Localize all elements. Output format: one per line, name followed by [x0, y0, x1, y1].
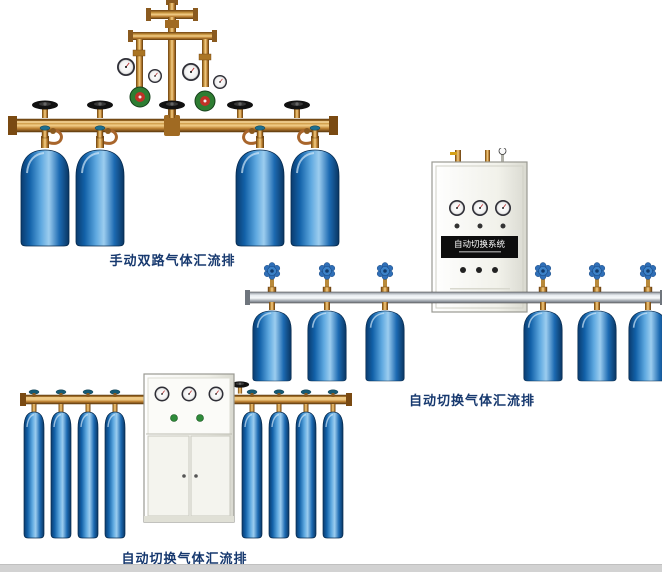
gas-cylinder [577, 302, 618, 382]
pressure-gauge-icon [448, 199, 466, 217]
gas-cylinder [295, 389, 317, 539]
door-handle [194, 474, 198, 478]
green-valve-knob [196, 414, 204, 422]
pressure-regulator [116, 57, 163, 108]
pressure-gauge-icon [208, 386, 224, 402]
pressure-gauge-icon [181, 386, 197, 402]
gas-cylinder [290, 125, 340, 247]
cylinder-valve-caps [263, 262, 657, 295]
gas-cylinder [252, 302, 293, 382]
pressure-gauge-icon [494, 199, 512, 217]
auto-switch-manifold-figure: 自动切换系统 [245, 148, 662, 382]
pressure-gauge-icon [212, 74, 228, 90]
gas-cylinder [23, 389, 45, 539]
control-cabinet: 自动切换系统 [431, 148, 528, 313]
green-valve-knob [170, 414, 178, 422]
figure-caption-manual-dual: 手动双路气体汇流排 [109, 254, 236, 269]
gas-cylinder [306, 302, 348, 382]
manifold-valve-handwheels [32, 100, 310, 118]
gas-cylinder [77, 389, 99, 539]
manual-dual-manifold-figure [8, 0, 340, 247]
gas-cylinder [241, 389, 263, 539]
door-handle [182, 474, 186, 478]
page-bottom-border [0, 564, 662, 572]
gas-cylinder [322, 389, 344, 539]
gas-cylinder [50, 389, 72, 539]
pressure-gauge-icon [147, 68, 163, 84]
pressure-gauge-icon [116, 57, 136, 77]
gas-cylinder [523, 302, 564, 382]
figure-caption-auto-switch-cabinet: 自动切换气体汇流排 [121, 552, 248, 567]
gas-cylinder [104, 389, 126, 539]
gas-cylinder [75, 125, 125, 247]
gas-cylinder [628, 302, 662, 382]
auto-switch-cabinet-figure [20, 373, 352, 539]
manifold-pipe [245, 290, 662, 305]
gas-cylinder [20, 125, 70, 247]
pressure-regulator [181, 62, 228, 112]
gas-cylinder [268, 389, 290, 539]
cabinet-door [147, 435, 190, 517]
mini-gauge-icon [498, 148, 507, 155]
pressure-gauge-icon [181, 62, 201, 82]
pressure-gauge-icon [471, 199, 489, 217]
gas-cylinder [364, 302, 406, 382]
figure-caption-auto-switch: 自动切换气体汇流排 [408, 394, 535, 409]
control-cabinet [143, 373, 235, 523]
gas-cylinder [235, 125, 285, 247]
cabinet-label: 自动切换系统 [454, 239, 506, 250]
pressure-gauge-icon [154, 386, 170, 402]
